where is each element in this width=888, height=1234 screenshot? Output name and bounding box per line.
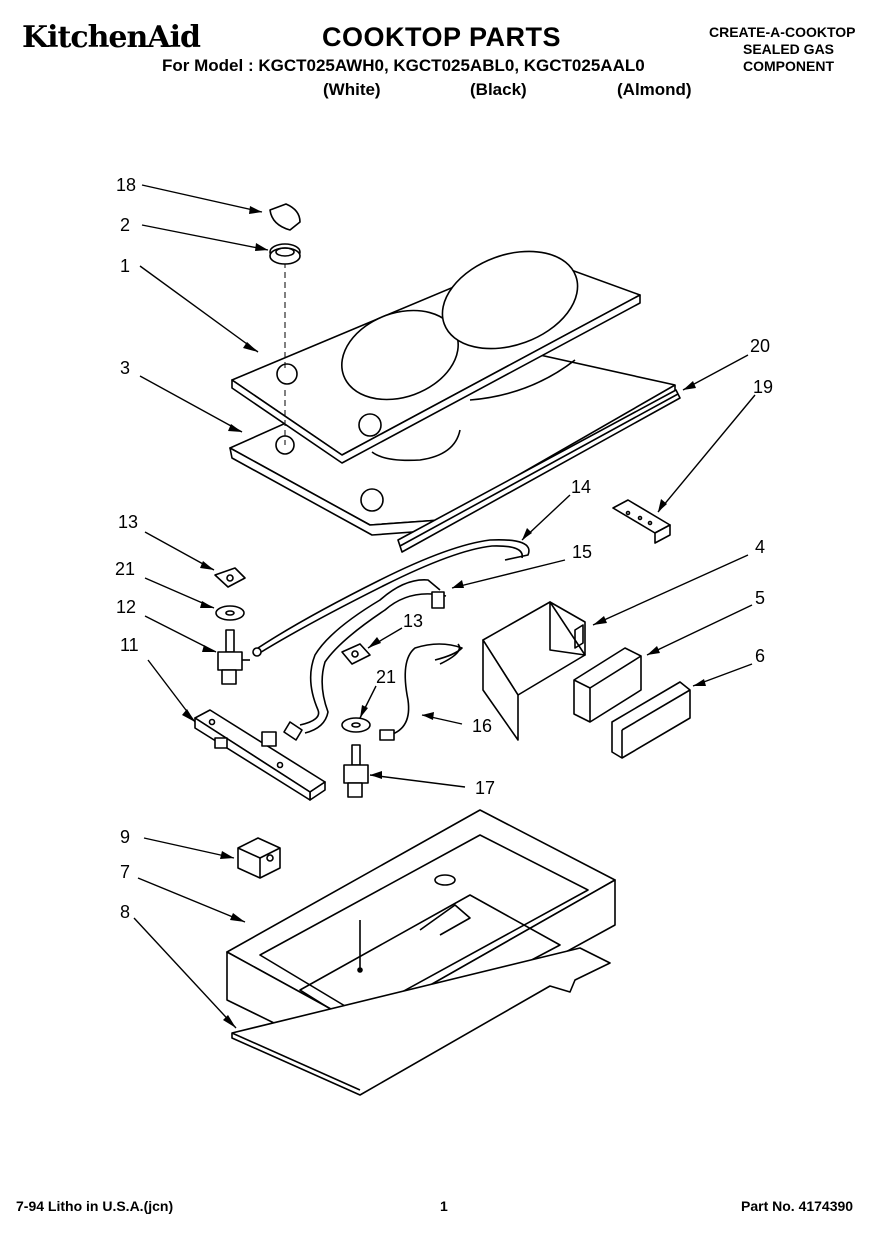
part-12-gas-valve <box>217 629 250 685</box>
part-2-bezel-ring <box>269 243 301 265</box>
callout-11: 11 <box>120 635 139 655</box>
part-number: Part No. 4174390 <box>741 1198 854 1214</box>
callout-17: 17 <box>475 778 495 798</box>
callout-2: 2 <box>120 215 130 235</box>
part-15-tube-fitting <box>283 579 447 741</box>
color-label-white: (White) <box>323 80 381 99</box>
part-17-gas-valve <box>343 744 369 798</box>
callout-3: 3 <box>120 358 130 378</box>
part-9-switch-box <box>237 837 281 879</box>
callout-19: 19 <box>753 377 773 397</box>
callout-9: 9 <box>120 827 130 847</box>
callout-4: 4 <box>755 537 765 557</box>
part-20-trim-strip <box>397 389 681 553</box>
color-label-almond: (Almond) <box>617 80 692 99</box>
page-title: COOKTOP PARTS <box>322 22 562 52</box>
part-16-gas-tube <box>379 643 463 741</box>
callout-8: 8 <box>120 902 130 922</box>
component-label: COMPONENT <box>743 58 834 74</box>
model-line: For Model : KGCT025AWH0, KGCT025ABL0, KG… <box>162 56 645 75</box>
callout-16: 16 <box>472 716 492 736</box>
callout-5: 5 <box>755 588 765 608</box>
part-5-cover-plate <box>573 647 642 723</box>
callout-21a: 21 <box>115 559 135 579</box>
callout-20: 20 <box>750 336 770 356</box>
part-13-valve-clip-upper <box>214 567 246 588</box>
callout-21b: 21 <box>376 667 396 687</box>
product-type-label: SEALED GAS <box>743 41 835 57</box>
part-21-washer-upper <box>215 605 245 621</box>
callout-12: 12 <box>116 597 136 617</box>
part-6-end-plate <box>611 681 691 759</box>
part-11-manifold <box>194 709 326 801</box>
leader-arrowheads <box>182 206 706 1028</box>
part-14-gas-tube <box>252 538 530 657</box>
litho-note: 7-94 Litho in U.S.A.(jcn) <box>16 1198 174 1214</box>
callout-13a: 13 <box>118 512 138 532</box>
callout-7: 7 <box>120 862 130 882</box>
page-number: 1 <box>440 1198 448 1214</box>
callout-numbers: 18 2 1 3 20 19 14 13 15 21 4 12 13 5 11 … <box>115 175 773 922</box>
part-13-valve-clip-lower <box>341 643 371 665</box>
part-4-heat-shield <box>482 601 586 741</box>
part-19-bracket <box>612 499 671 544</box>
callout-15: 15 <box>572 542 592 562</box>
part-1-cooktop-top <box>231 250 641 464</box>
callout-1: 1 <box>120 256 130 276</box>
callout-13b: 13 <box>403 611 423 631</box>
callout-6: 6 <box>755 646 765 666</box>
part-21-washer-lower <box>341 717 371 733</box>
callout-18: 18 <box>116 175 136 195</box>
part-8-base-plate <box>231 947 611 1096</box>
brand-logo: KitchenAid <box>22 20 201 55</box>
color-label-black: (Black) <box>470 80 527 99</box>
callout-14: 14 <box>571 477 591 497</box>
product-line-label: CREATE-A-COOKTOP <box>709 24 856 40</box>
part-18-cap <box>269 203 301 231</box>
